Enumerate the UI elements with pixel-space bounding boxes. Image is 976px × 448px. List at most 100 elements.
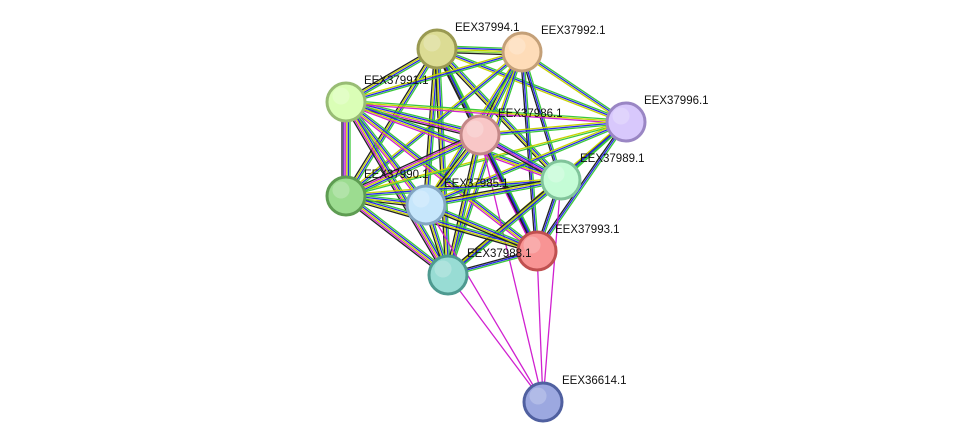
edge-line-magenta — [425, 204, 544, 403]
node-circle[interactable] — [416, 28, 458, 70]
node-highlight — [332, 181, 350, 199]
edge-EEX37992.1-EEX37996.1 — [520, 50, 628, 124]
edge-line-black — [478, 135, 537, 252]
node-highlight — [612, 107, 630, 125]
node-EEX37986.1[interactable]: EEX37986.1 — [459, 108, 563, 156]
edge-line-yellow — [425, 178, 561, 205]
node-EEX37990.1[interactable]: EEX37990.1 — [325, 169, 429, 217]
edge-line-magenta — [344, 102, 448, 277]
node-highlight — [523, 236, 541, 254]
node-circle[interactable] — [501, 31, 543, 73]
node-label: EEX37990.1 — [364, 169, 429, 181]
edge-line-black — [445, 134, 479, 275]
edge-EEX37994.1-EEX37990.1 — [343, 47, 440, 198]
edge-EEX37992.1-EEX37991.1 — [345, 49, 523, 105]
node-label: EEX36614.1 — [562, 375, 627, 387]
node-highlight — [423, 34, 441, 52]
edge-line-green — [347, 49, 440, 198]
node-EEX37993.1[interactable]: EEX37993.1 — [516, 224, 620, 272]
edge-line-yellow — [345, 195, 449, 276]
edge-line-green — [438, 48, 452, 275]
edge-line-green — [522, 50, 628, 122]
edge-line-yellow — [447, 178, 561, 275]
edge-line-magenta — [542, 179, 562, 403]
edge-line-magenta — [447, 274, 544, 403]
edge-line-magenta — [477, 135, 536, 253]
edge-EEX37989.1-EEX37988.1 — [446, 177, 563, 278]
edge-line-blue — [536, 121, 627, 252]
edge-line-green — [426, 122, 627, 208]
edge-line-black — [343, 47, 436, 196]
node-circle[interactable] — [605, 101, 647, 143]
edge-line-blue — [521, 51, 538, 252]
edge-line-black — [519, 52, 537, 252]
node-highlight — [434, 260, 452, 278]
edge-line-black — [342, 103, 446, 277]
edge-EEX37990.1-EEX37988.1 — [343, 192, 451, 279]
edge-line-green — [449, 135, 483, 276]
edge-line-yellow — [345, 102, 561, 182]
node-highlight — [547, 165, 565, 183]
node-circle[interactable] — [516, 230, 558, 272]
edge-line-black — [343, 198, 447, 279]
edge-line-blue — [426, 180, 562, 207]
node-EEX36614.1[interactable]: EEX36614.1 — [522, 375, 627, 423]
edge-line-yellow — [345, 196, 537, 253]
edge-line-blue — [521, 51, 627, 123]
edge-line-blue — [479, 121, 627, 136]
edge-line-blue — [448, 180, 562, 277]
node-EEX37985.1[interactable]: EEX37985.1 — [405, 178, 509, 226]
edge-line-blue — [345, 51, 523, 103]
edge-line-magenta — [345, 102, 626, 125]
node-highlight — [412, 190, 430, 208]
node-EEX37994.1[interactable]: EEX37994.1 — [416, 22, 520, 70]
edge-line-yellow — [345, 49, 522, 102]
edge-EEX37985.1-EEX36614.1 — [425, 204, 544, 403]
edge-line-magenta — [536, 250, 544, 403]
edge-EEX37996.1-EEX37986.1 — [479, 119, 627, 138]
edge-line-yellow — [345, 101, 627, 123]
edge-line-blue — [345, 179, 562, 197]
node-circle[interactable] — [325, 175, 367, 217]
edge-EEX37986.1-EEX37990.1 — [344, 131, 482, 200]
edge-line-green — [347, 192, 451, 273]
node-label: EEX37992.1 — [541, 25, 606, 37]
node-label: EEX37988.1 — [467, 248, 532, 260]
edge-line-blue — [346, 49, 439, 197]
node-highlight — [466, 120, 484, 138]
edge-line-magenta — [344, 103, 536, 254]
edge-line-green — [346, 98, 481, 133]
edge-EEX37994.1-EEX37988.1 — [433, 48, 452, 276]
node-circle[interactable] — [522, 381, 564, 423]
node-EEX37988.1[interactable]: EEX37988.1 — [427, 248, 532, 296]
edge-line-black — [345, 197, 537, 254]
node-circle[interactable] — [459, 114, 501, 156]
edge-line-black — [433, 49, 447, 276]
node-circle[interactable] — [427, 254, 469, 296]
node-EEX37992.1[interactable]: EEX37992.1 — [501, 25, 606, 73]
node-label: EEX37994.1 — [455, 22, 520, 34]
edge-EEX37992.1-EEX37993.1 — [519, 51, 540, 252]
edge-EEX37989.1-EEX36614.1 — [542, 179, 562, 403]
edge-line-yellow — [520, 52, 626, 124]
edge-line-blue — [436, 48, 627, 123]
edge-line-yellow — [446, 134, 480, 275]
edge-line-black — [425, 177, 561, 204]
node-highlight — [332, 87, 350, 105]
edge-line-blue — [447, 51, 523, 276]
node-circle[interactable] — [325, 81, 367, 123]
node-EEX37996.1[interactable]: EEX37996.1 — [605, 95, 709, 143]
node-circle[interactable] — [540, 159, 582, 201]
node-EEX37991.1[interactable]: EEX37991.1 — [325, 75, 429, 123]
node-highlight — [529, 387, 547, 405]
edge-EEX37989.1-EEX37985.1 — [425, 177, 562, 208]
node-label: EEX37985.1 — [444, 178, 509, 190]
edge-line-black — [344, 131, 479, 194]
node-label: EEX37993.1 — [555, 224, 620, 236]
edge-line-magenta — [479, 134, 544, 403]
node-circle[interactable] — [405, 184, 447, 226]
edge-EEX37991.1-EEX37988.1 — [342, 100, 452, 277]
node-EEX37989.1[interactable]: EEX37989.1 — [540, 153, 645, 201]
edge-line-yellow — [479, 119, 626, 135]
